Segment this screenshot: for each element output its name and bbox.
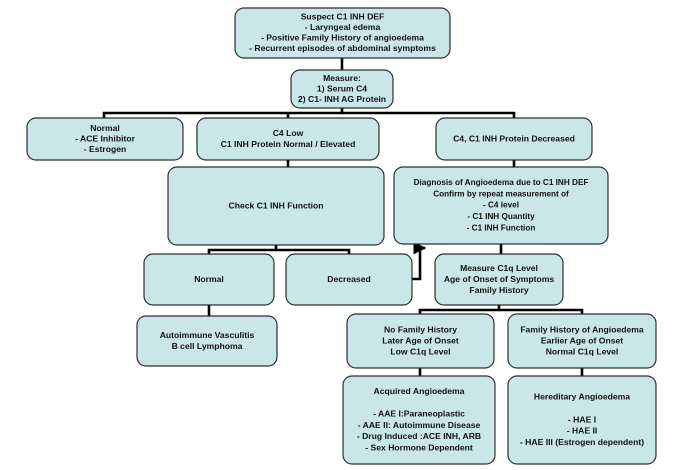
- box-no-family-shape: [346, 313, 495, 369]
- box-measure-line: 2) C1- INH AG Protein: [298, 94, 386, 104]
- box-autoimmune-line: Autoimmune Vasculitis: [160, 330, 255, 340]
- connector-layer: [102, 58, 584, 376]
- connector-decreased-to-diagnosis: [412, 241, 427, 281]
- box-acquired-line: Acquired Angioedema: [374, 386, 465, 396]
- box-acquired-line: - Sex Hormone Dependent: [365, 443, 473, 453]
- box-c4-low-line: C4 Low: [273, 128, 304, 138]
- box-no-family-line: No Family History: [384, 324, 457, 334]
- box-acquired: Acquired Angioedema - AAE I:Paraneoplasti…: [342, 375, 496, 465]
- box-hereditary-line: - HAE I: [568, 414, 596, 424]
- box-diagnosis-line: - C1 INH Quantity: [467, 212, 535, 221]
- box-no-family-line: Later Age of Onset: [382, 335, 459, 345]
- box-measure: Measure:1) Serum C42) C1- INH AG Protein: [290, 69, 394, 109]
- box-family-shape: [507, 313, 657, 369]
- box-diagnosis-line: - C4 level: [483, 201, 519, 210]
- box-check-function-line: Check C1 INH Function: [228, 200, 323, 210]
- box-measure-c1q-line: Measure C1q Level: [460, 263, 538, 273]
- box-family-line: Earlier Age of Onset: [541, 335, 623, 345]
- box-normal-top-line: - Estrogen: [84, 144, 127, 154]
- box-measure-line: Measure:: [323, 73, 361, 83]
- box-diagnosis-shape: [393, 166, 609, 245]
- connector-check-function-to-decreased: [276, 248, 351, 254]
- connector-check-function-to-normal-mid: [207, 245, 278, 254]
- box-measure-c1q-line: Age of Onset of Symptoms: [444, 274, 555, 284]
- box-suspect-line: Suspect C1 INH DEF: [301, 11, 385, 21]
- box-acquired-line: - Drug Induced :ACE INH, ARB: [357, 431, 481, 441]
- box-family-line: Normal C1q Level: [546, 346, 619, 356]
- box-acquired-line: - AAE II: Autoimmune Disease: [358, 420, 481, 430]
- box-decreased-shape: [285, 253, 413, 306]
- box-measure-line: 1) Serum C4: [317, 83, 367, 93]
- box-autoimmune-line: B cell Lymphoma: [172, 341, 243, 351]
- box-normal-top-line: Normal: [90, 123, 120, 133]
- box-acquired-line: - AAE I:Paraneoplastic: [373, 409, 465, 419]
- box-hereditary-line: Hereditary Angioedema: [534, 392, 630, 402]
- connector-measure-c1q-to-no-family: [418, 305, 501, 314]
- connector-measure-to-normal-top: [102, 108, 344, 118]
- box-suspect-line: - Recurrent episodes of abdominal sympto…: [249, 43, 436, 53]
- box-layer: Suspect C1 INH DEF- Laryngeal edema- Pos…: [26, 7, 657, 465]
- box-c4-c1-decreased-line: C4, C1 INH Protein Decreased: [453, 133, 575, 143]
- box-suspect-line: - Positive Family History of angioedema: [261, 33, 424, 43]
- box-c4-c1-decreased: C4, C1 INH Protein Decreased: [435, 117, 593, 161]
- box-family-line: Family History of Angioedema: [520, 324, 644, 334]
- box-suspect: Suspect C1 INH DEF- Laryngeal edema- Pos…: [234, 7, 451, 59]
- box-diagnosis-line: Diagnosis of Angioedema due to C1 INH DE…: [414, 178, 589, 187]
- box-check-function: Check C1 INH Function: [167, 166, 385, 246]
- box-decreased: Decreased: [285, 253, 413, 306]
- box-normal-top-shape: [26, 117, 184, 161]
- box-decreased-line: Decreased: [327, 274, 370, 284]
- box-acquired-shape: [342, 375, 496, 465]
- box-diagnosis-line: Confirm by repeat measurement of: [433, 189, 569, 198]
- box-c4-c1-decreased-shape: [435, 117, 593, 161]
- box-c4-low-line: C1 INH Protein Normal / Elevated: [221, 139, 356, 149]
- connector-measure-c1q-to-family: [499, 308, 584, 314]
- box-hereditary: Hereditary Angioedema - HAE I - HAE II- HA…: [507, 375, 657, 465]
- box-normal-top-line: - ACE Inhibitor: [75, 133, 135, 143]
- box-normal-top: Normal- ACE Inhibitor- Estrogen: [26, 117, 184, 161]
- box-normal-mid: Normal: [143, 253, 275, 306]
- box-c4-low-shape: [196, 117, 380, 161]
- box-normal-mid-shape: [143, 253, 275, 306]
- box-measure-shape: [290, 69, 394, 109]
- connector-measure-to-c4-c1-decreased: [342, 111, 516, 118]
- box-diagnosis-line: - C1 INH Function: [467, 223, 536, 232]
- box-diagnosis: Diagnosis of Angioedema due to C1 INH DE…: [393, 166, 609, 245]
- box-suspect-line: - Laryngeal edema: [305, 22, 381, 32]
- box-check-function-shape: [167, 166, 385, 246]
- box-normal-mid-line: Normal: [194, 274, 224, 284]
- box-hereditary-line: - HAE II: [567, 426, 598, 436]
- box-measure-c1q-shape: [434, 253, 564, 306]
- box-suspect-shape: [234, 7, 451, 59]
- box-no-family-line: Low C1q Level: [390, 346, 450, 356]
- box-hereditary-shape: [507, 375, 657, 465]
- box-hereditary-line: - HAE III (Estrogen dependent): [520, 437, 644, 447]
- box-measure-c1q-line: Family History: [469, 285, 528, 295]
- box-autoimmune-shape: [136, 315, 278, 367]
